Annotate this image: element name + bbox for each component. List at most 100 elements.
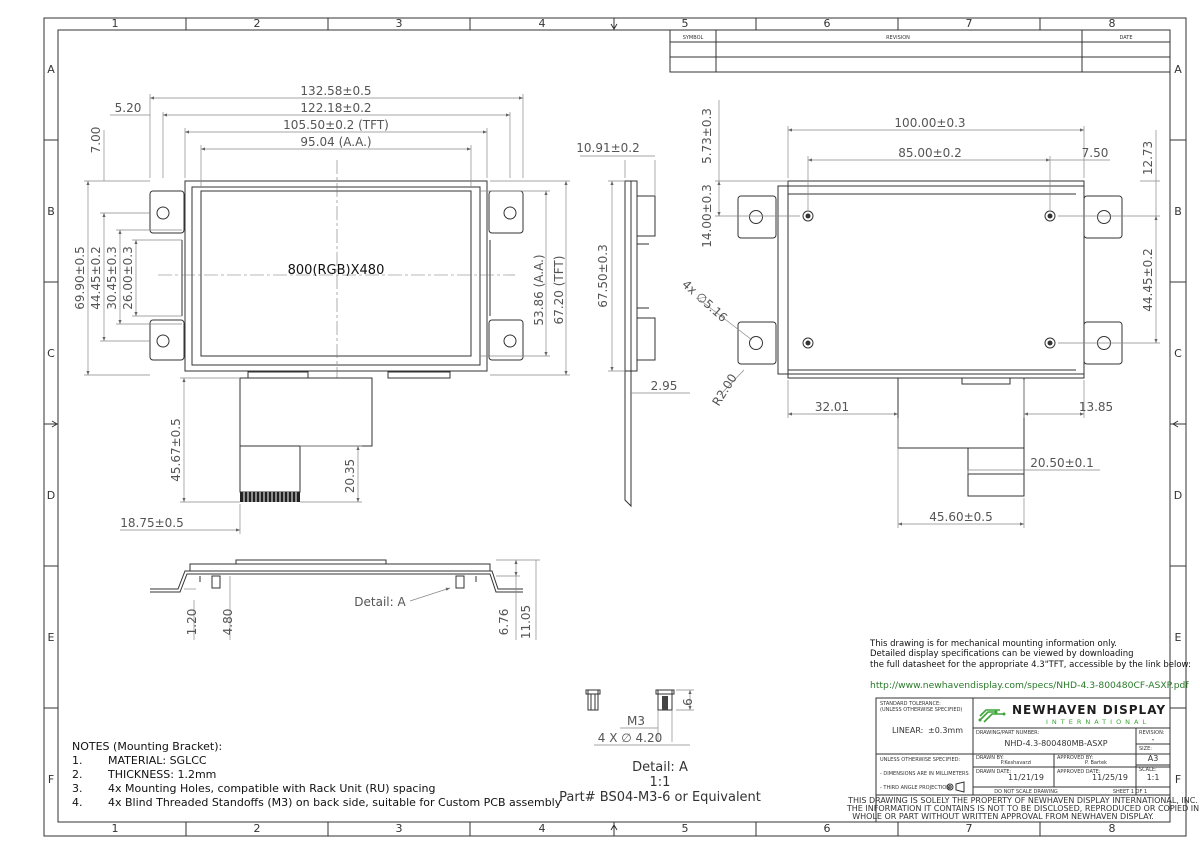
dim-thickness: 2.95 — [651, 379, 678, 393]
dim-depth: 10.91±0.2 — [576, 141, 640, 155]
dim-overall-width: 132.58±0.5 — [300, 84, 371, 98]
linear-label: LINEAR: — [892, 726, 923, 735]
col-label: 1 — [112, 822, 119, 835]
dim-back-left-offset: 32.01 — [815, 400, 849, 414]
projection-icon — [946, 781, 965, 793]
note-num: 1. — [72, 754, 83, 767]
company-name: NEWHAVEN DISPLAY — [1012, 703, 1166, 717]
row-label: D — [1174, 489, 1182, 502]
revision-header: REVISION — [886, 35, 910, 41]
col-label: 6 — [824, 822, 831, 835]
info-line: Detailed display specifications can be v… — [870, 649, 1134, 659]
dim-bottom-c: 6.76 — [497, 609, 511, 636]
dim-bottom-d: 11.05 — [519, 605, 533, 639]
dim-back-holes: 4x ∅5.16 — [679, 277, 730, 325]
size-label: SIZE: — [1139, 746, 1152, 752]
dims-mm: - DIMENSIONS ARE IN MILLIMETERS — [880, 771, 969, 777]
dim-back-width2: 85.00±0.2 — [898, 146, 962, 160]
dim-edge: 5.20 — [115, 101, 142, 115]
row-label: B — [1174, 205, 1182, 218]
dim-tft-height: 67.20 (TFT) — [552, 256, 566, 325]
dim-back-mid: 14.00±0.3 — [700, 184, 714, 248]
linear-value: ±0.3mm — [928, 726, 963, 735]
dim-tft-width: 105.50±0.2 (TFT) — [283, 118, 389, 132]
dim-bracket-width: 122.18±0.2 — [300, 101, 371, 115]
detail-height: 6 — [681, 698, 695, 706]
dim-fpc-offset: 18.75±0.5 — [120, 516, 184, 530]
scale-label: SCALE: — [1139, 767, 1157, 773]
drawn-by: P.Keshavarzi — [1001, 760, 1032, 766]
note-text: THICKNESS: 1.2mm — [107, 768, 216, 781]
property-line: THE INFORMATION IT CONTAINS IS NOT TO BE… — [846, 804, 1199, 813]
dim-fpc-width: 20.35 — [343, 459, 357, 493]
side-view: 10.91±0.2 67.50±0.3 2.95 — [576, 141, 690, 508]
company-sub: INTERNATIONAL — [1046, 718, 1150, 726]
property-line: WHOLE OR PART WITHOUT WRITTEN APPROVAL F… — [852, 812, 1154, 821]
detail-holes: 4 X ∅ 4.20 — [598, 731, 662, 745]
col-label: 5 — [682, 17, 689, 30]
grid-labels: 1 2 3 4 5 6 7 8 1 2 3 4 5 6 7 8 A B C D … — [47, 17, 1182, 835]
revision-label: REVISION: — [1139, 730, 1165, 736]
dim-back-width: 100.00±0.3 — [894, 116, 965, 130]
detail-title: Detail: A — [632, 760, 688, 775]
approved-date-label: APPROVED DATE: — [1057, 769, 1101, 775]
sheet-number: SHEET 1 OF 1 — [1113, 789, 1147, 795]
dim-aa-width: 95.04 (A.A.) — [300, 135, 371, 149]
revision-table: SYMBOL REVISION DATE — [669, 29, 1171, 73]
dim-back-fpc-offset: 45.60±0.5 — [929, 510, 993, 524]
row-label: E — [1175, 631, 1182, 644]
col-label: 3 — [396, 17, 403, 30]
col-label: 4 — [539, 822, 546, 835]
info-line: the full datasheet for the appropriate 4… — [870, 660, 1191, 670]
detail-thread: M3 — [627, 714, 645, 728]
notes-title: NOTES (Mounting Bracket): — [72, 740, 222, 753]
size-value: A3 — [1148, 754, 1159, 763]
dim-aa-height: 53.86 (A.A.) — [532, 254, 546, 325]
col-label: 8 — [1109, 17, 1116, 30]
info-line: This drawing is for mechanical mounting … — [869, 639, 1117, 649]
row-label: A — [1174, 63, 1182, 76]
bottom-view: 1.20 4.80 6.76 11.05 Detail: A — [150, 559, 540, 640]
notes: NOTES (Mounting Bracket): 1. MATERIAL: S… — [72, 740, 562, 809]
approved-by-label: APPROVED BY: — [1057, 755, 1093, 761]
title-block: STANDARD TOLERANCE: (UNLESS OTHERWISE SP… — [846, 697, 1199, 823]
row-label: E — [48, 631, 55, 644]
detail-scale: 1:1 — [650, 775, 671, 790]
dim-bottom-a: 1.20 — [185, 609, 199, 636]
note-num: 2. — [72, 768, 83, 781]
std-tol-label: STANDARD TOLERANCE: — [880, 701, 941, 707]
dim-back-span: 44.45±0.2 — [1141, 248, 1155, 312]
dim-back-top: 5.73±0.3 — [700, 108, 714, 164]
drawn-date: 11/21/19 — [1008, 773, 1044, 782]
datasheet-link[interactable]: http://www.newhavendisplay.com/specs/NHD… — [870, 680, 1189, 691]
company-logo: NEWHAVEN DISPLAY INTERNATIONAL — [978, 703, 1166, 726]
resolution-label: 800(RGB)X480 — [288, 263, 385, 278]
dim-back-right-offset: 13.85 — [1079, 400, 1113, 414]
row-label: B — [47, 205, 55, 218]
row-label: F — [48, 773, 54, 786]
note-num: 3. — [72, 782, 83, 795]
note-text: MATERIAL: SGLCC — [108, 754, 207, 767]
col-label: 3 — [396, 822, 403, 835]
col-label: 7 — [966, 17, 973, 30]
drawn-by-label: DRAWN BY: — [976, 755, 1004, 761]
dim-back-top-right: 12.73 — [1141, 141, 1155, 175]
col-label: 6 — [824, 17, 831, 30]
unless-label: UNLESS OTHERWISE SPECIFIED: — [880, 757, 960, 763]
symbol-header: SYMBOL — [683, 35, 704, 41]
dim-back-side: 7.50 — [1082, 146, 1109, 160]
drawn-date-label: DRAWN DATE: — [976, 769, 1012, 775]
row-label: C — [47, 347, 55, 360]
detail-callout: Detail: A — [354, 595, 406, 609]
dim-back-fpc-width: 20.50±0.1 — [1030, 456, 1094, 470]
dim-fpc-length: 45.67±0.5 — [169, 418, 183, 482]
note-text: 4x Blind Threaded Standoffs (M3) on back… — [108, 796, 562, 809]
row-label: D — [47, 489, 55, 502]
revision-value: - — [1152, 735, 1155, 744]
dim-side-height: 67.50±0.3 — [596, 244, 610, 308]
detail-a: 6 M3 4 X ∅ 4.20 Detail: A 1:1 Part# BS04… — [559, 689, 761, 805]
std-tol-sub: (UNLESS OTHERWISE SPECIFIED) — [880, 707, 962, 713]
approved-date: 11/25/19 — [1092, 773, 1128, 782]
row-label: A — [47, 63, 55, 76]
col-label: 1 — [112, 17, 119, 30]
